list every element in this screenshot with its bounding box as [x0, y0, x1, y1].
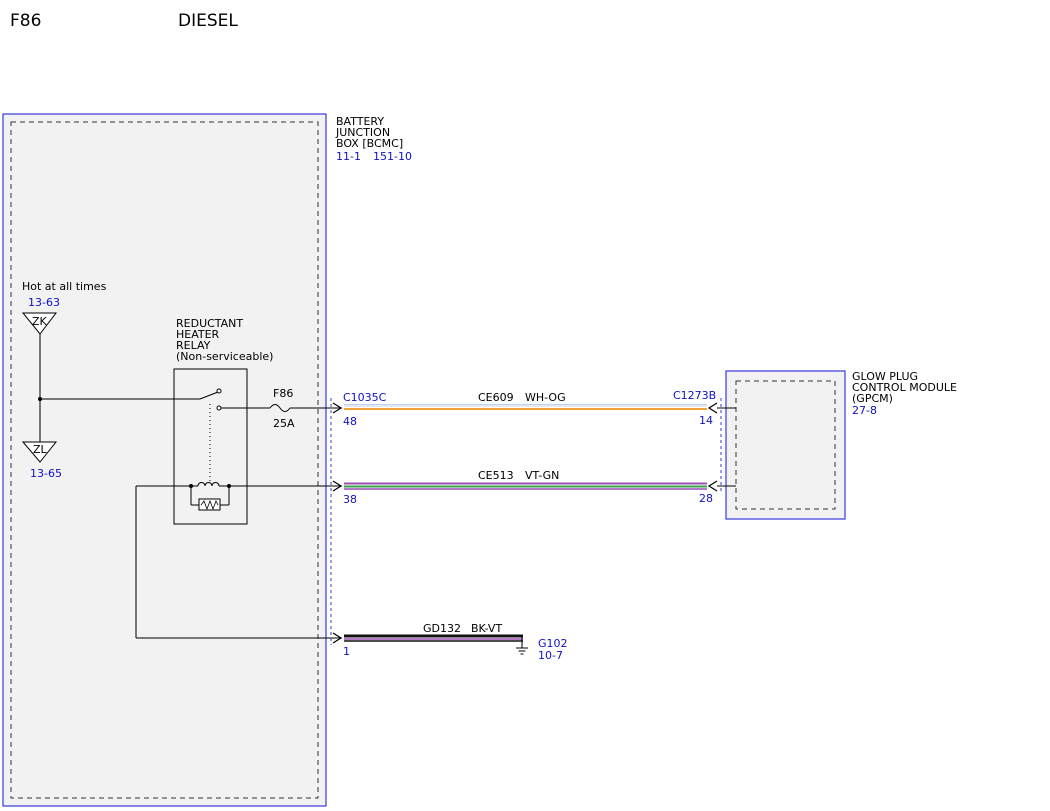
- battery-junction-box[interactable]: [2, 113, 327, 807]
- gpcm-ref[interactable]: 27-8: [852, 404, 877, 417]
- relay-coil-icon: [197, 482, 220, 487]
- bjb-inner-dashed: [10, 121, 319, 799]
- ground-ref[interactable]: 10-7: [538, 649, 563, 662]
- pin-38-label: 38: [343, 493, 357, 506]
- relay-name-line-3: RELAY: [176, 339, 211, 352]
- glow-plug-control-module[interactable]: [725, 370, 846, 520]
- relay-outline: [173, 368, 248, 525]
- suppressor-resistor-icon: [198, 498, 221, 511]
- circuit-ce513-id: CE513: [478, 469, 514, 482]
- gpcm-name-line-2: CONTROL MODULE: [852, 381, 957, 394]
- header-fuse-id: F86: [10, 11, 41, 31]
- relay-switch-blade: [199, 391, 219, 400]
- pin-38-arrow-icon: [332, 480, 343, 492]
- circuit-gd132-id: GD132: [423, 622, 461, 635]
- circuit-ce513-color: VT-GN: [525, 469, 559, 482]
- zk-ref[interactable]: 13-63: [28, 296, 60, 309]
- bjb-ref-2[interactable]: 151-10: [373, 150, 412, 163]
- pin-14-label: 14: [699, 414, 713, 427]
- resistor-zigzag: [200, 499, 219, 511]
- gpcm-inner-dashed: [735, 380, 836, 510]
- bjb-name-line-1: BATTERY: [336, 115, 384, 128]
- zl-symbol: ZL: [33, 443, 48, 456]
- ground-id[interactable]: G102: [538, 637, 568, 650]
- bjb-name-line-3: BOX [BCMC]: [336, 137, 403, 150]
- relay-switch-contact-no: [216, 405, 222, 411]
- connector-c1035c-label[interactable]: C1035C: [343, 391, 387, 404]
- gpcm-name-line-3: (GPCM): [852, 392, 893, 405]
- connector-c1273b-label[interactable]: C1273B: [673, 389, 716, 402]
- zl-ref[interactable]: 13-65: [30, 467, 62, 480]
- zl-splice-icon: [21, 441, 58, 463]
- pin-1-label: 1: [343, 645, 350, 658]
- wire-ce513[interactable]: [344, 482, 707, 490]
- gpcm-outline: [725, 370, 846, 520]
- relay-name-line-2: HEATER: [176, 328, 220, 341]
- relay-name-line-4: (Non-serviceable): [176, 350, 273, 363]
- relay-switch-contact-nc: [216, 388, 222, 394]
- pin-14-arrow-icon: [707, 402, 718, 414]
- pin-1-arrow-icon: [332, 632, 343, 644]
- wire-ce609[interactable]: [344, 404, 707, 410]
- wire-gd132[interactable]: [344, 634, 523, 642]
- fuse-icon[interactable]: [269, 404, 291, 412]
- pin-28-label: 28: [699, 492, 713, 505]
- fuse-rating: 25A: [273, 417, 295, 430]
- bjb-outline: [2, 113, 327, 807]
- pin-28-arrow-icon: [707, 480, 718, 492]
- reductant-heater-relay[interactable]: [173, 368, 248, 525]
- bjb-ref-1[interactable]: 11-1: [336, 150, 361, 163]
- relay-name-line-1: REDUCTANT: [176, 317, 243, 330]
- pin-48-arrow-icon: [332, 402, 343, 414]
- header-variant: DIESEL: [178, 11, 238, 31]
- gpcm-name-line-1: GLOW PLUG: [852, 370, 918, 383]
- zk-symbol: ZK: [32, 315, 48, 328]
- zk-splice-icon: [21, 312, 58, 335]
- circuit-ce609-id: CE609: [478, 391, 514, 404]
- fuse-id: F86: [273, 387, 293, 400]
- ground-g102[interactable]: [516, 636, 528, 655]
- circuit-ce609-color: WH-OG: [525, 391, 566, 404]
- pin-48-label: 48: [343, 415, 357, 428]
- hot-at-all-times-label: Hot at all times: [22, 280, 107, 293]
- bjb-name-line-2: JUNCTION: [335, 126, 390, 139]
- circuit-gd132-color: BK-VT: [471, 622, 502, 635]
